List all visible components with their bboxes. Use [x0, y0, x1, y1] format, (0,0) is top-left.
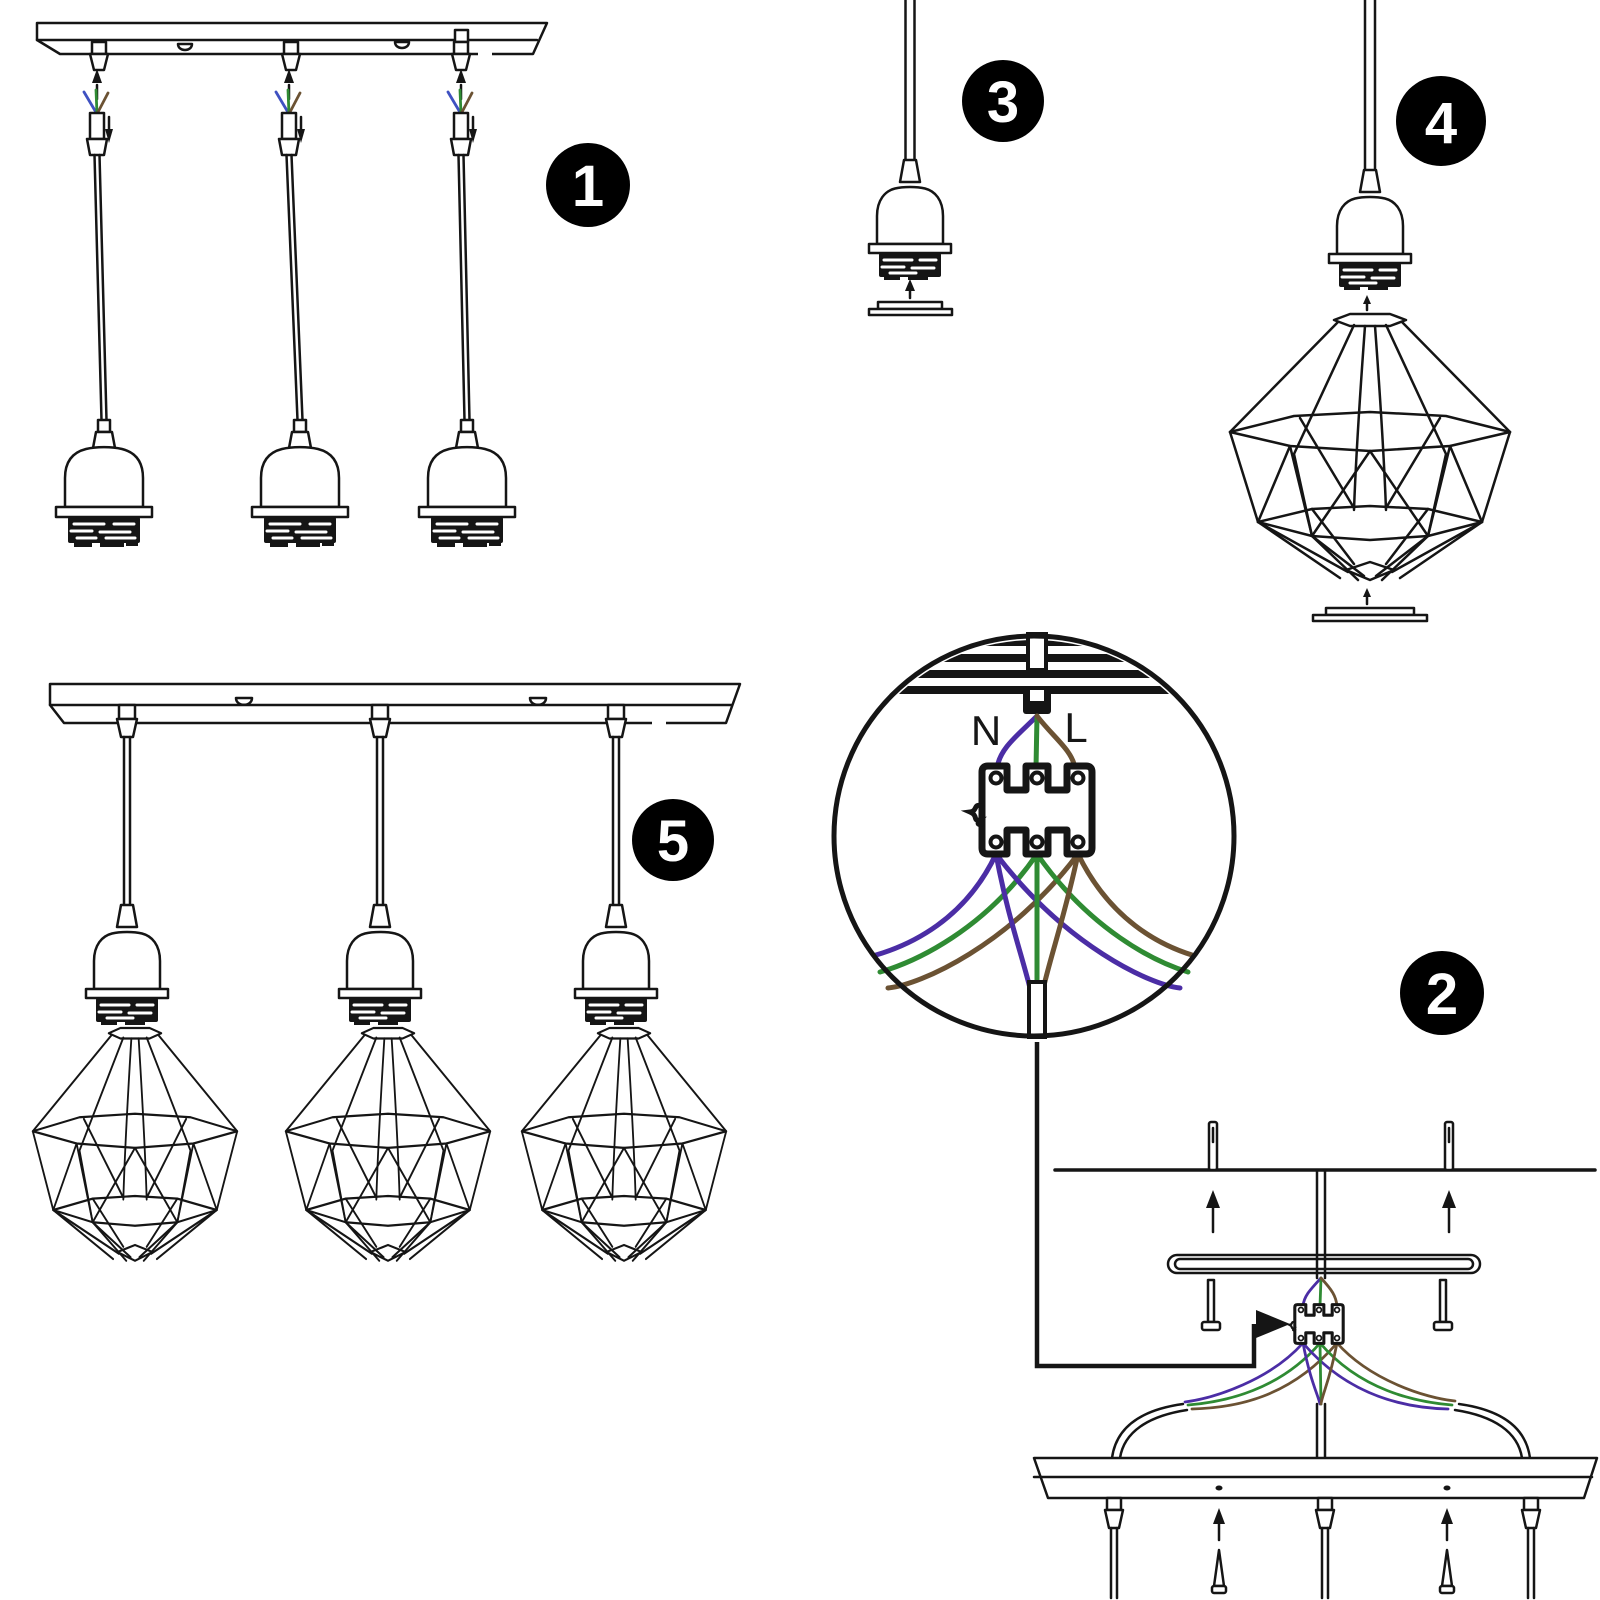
step2-number: 2 [1426, 962, 1458, 1027]
ceiling-screw [1207, 1120, 1219, 1172]
arrow-up-icon [1441, 1508, 1453, 1524]
cord-grip [280, 40, 302, 72]
step5-badge: 5 [632, 799, 714, 881]
arrow-up-icon [905, 279, 915, 291]
step5-number: 5 [657, 809, 689, 874]
cord-grip [1520, 1496, 1542, 1530]
step1-ceiling-bar [35, 21, 549, 72]
cord-grip [604, 703, 628, 739]
step4-number: 4 [1425, 91, 1457, 156]
arrow-right-icon [1256, 1310, 1290, 1338]
cage-pendant-1 [31, 735, 239, 1262]
keyhole-slot [393, 40, 411, 50]
live-label: L [1064, 704, 1087, 751]
step5-ceiling-bar [48, 682, 742, 739]
screw-hole [1215, 1485, 1223, 1491]
step2-badge: 2 [1400, 951, 1484, 1035]
step3-badge: 3 [962, 60, 1044, 142]
bracket-screw [1200, 1278, 1222, 1332]
shade-ring [867, 307, 954, 317]
cage-pendant-3 [520, 735, 728, 1262]
ceiling-stem-slot [1026, 632, 1048, 672]
pendant-cord-3 [417, 67, 517, 549]
keyhole-slot [176, 42, 194, 52]
magnifier-leader-line [1034, 1042, 1290, 1369]
bracket-screw [1432, 1278, 1454, 1332]
cord-grip [88, 40, 110, 72]
step5-diagram: 5 [31, 682, 742, 1262]
pendant-stem-slot [1027, 980, 1047, 1039]
terminal-block [1287, 1303, 1345, 1345]
pendant-cord-2 [250, 67, 350, 549]
screw-hole [1443, 1485, 1451, 1491]
pendant-cord-1 [54, 67, 154, 549]
step3-diagram: 3 [867, 0, 1044, 317]
arrow-up-icon [1213, 1508, 1225, 1524]
magnifier-circle [831, 633, 1237, 1039]
mounting-bracket [1166, 1253, 1482, 1280]
step4-diagram: 4 [1228, 0, 1512, 623]
cord-grip [1103, 1496, 1125, 1530]
cage-shade [1228, 312, 1512, 582]
step2-diagram: 2 [1032, 951, 1599, 1600]
cage-pendant-2 [284, 735, 492, 1262]
arrow-up-icon [1206, 1190, 1220, 1208]
cage-shade [520, 1026, 728, 1262]
cord-arc-left [1110, 1402, 1185, 1460]
shade-ring [1311, 613, 1429, 623]
plate-screw [1210, 1548, 1228, 1595]
arrow-up-icon [1442, 1190, 1456, 1208]
step1-diagram: 1 [35, 21, 630, 549]
cage-shade [284, 1026, 492, 1262]
earth-wire [1033, 713, 1040, 771]
step3-number: 3 [987, 70, 1019, 135]
cord-arc-right [1457, 1402, 1532, 1460]
neutral-wire [994, 713, 1040, 771]
plate-screw [1438, 1548, 1456, 1595]
terminal-block [970, 766, 1092, 854]
keyhole-slot [234, 696, 254, 706]
step1-badge: 1 [546, 143, 630, 227]
cord-grip [450, 28, 472, 72]
keyhole-slot [528, 696, 548, 706]
neutral-label: N [971, 707, 1001, 754]
arrow-up-icon [1363, 295, 1371, 304]
step1-number: 1 [572, 154, 604, 219]
ceiling-screw [1443, 1120, 1455, 1172]
cord-grip [1314, 1496, 1336, 1530]
step4-badge: 4 [1396, 76, 1486, 166]
cord-grip [115, 703, 139, 739]
arrow-up-icon [1363, 588, 1371, 597]
wiring-detail-magnifier: N L [831, 632, 1237, 1039]
cord-grip [368, 703, 392, 739]
step2-ceiling-plate [1032, 1456, 1599, 1530]
cage-shade [31, 1026, 239, 1262]
